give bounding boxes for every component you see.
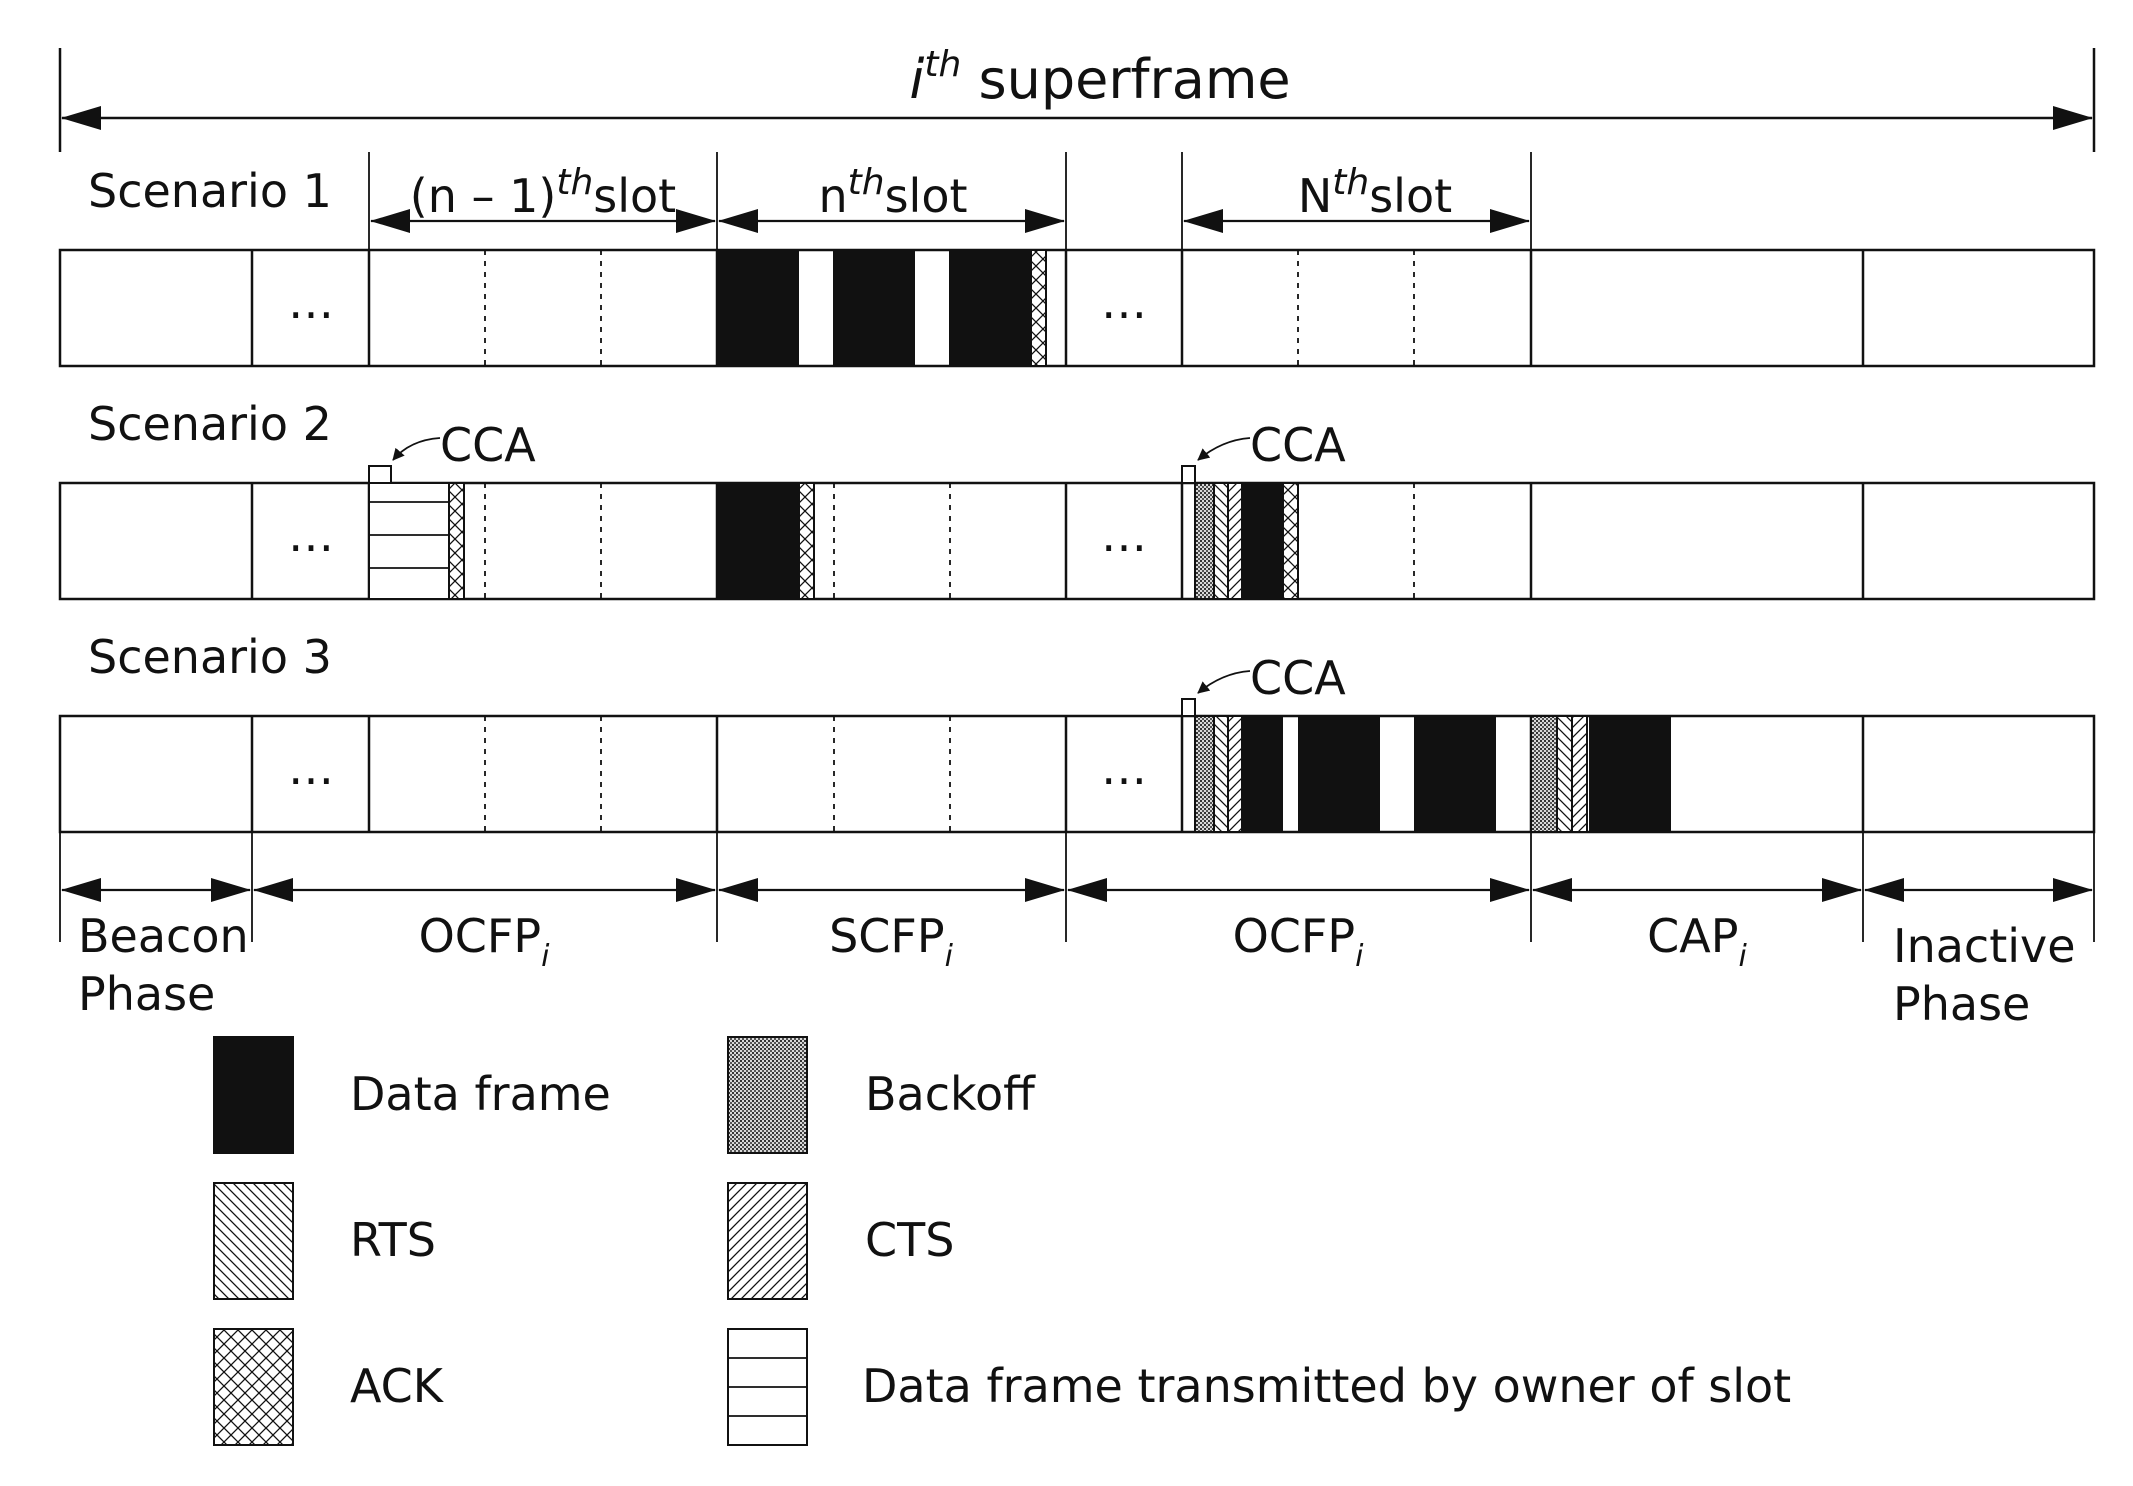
s3-cts-1 [1227,715,1243,833]
scenario-2-label: Scenario 2 [88,397,332,451]
s1-timeline [58,248,2096,368]
s2-cts [1227,482,1243,600]
s3-backoff-1 [1194,715,1215,833]
s1-ack [1030,249,1047,367]
s3-data-frame-3 [1414,716,1496,832]
s2-ack-1 [448,482,465,600]
scfp-label: SCFPi [829,909,954,974]
superframe-title: ith superframe [909,44,1290,111]
s3-data-frame-4 [1589,716,1671,832]
s1-ellipsis-2: … [1101,275,1147,329]
scenario-3: Scenario 3 … … CCA [58,630,2096,834]
s2-ack-2 [798,482,815,600]
s1-data-frame-1 [717,250,799,366]
s3-ellipsis-2: … [1101,741,1147,795]
s3-rts-2 [1556,715,1573,833]
ocfp-1-label: OCFPi [419,909,551,974]
s3-data-frame-2 [1298,716,1380,832]
s2-timeline [58,481,2096,601]
s2-cca-box-1 [368,465,392,484]
legend-rts-swatch [213,1182,294,1300]
superframe-header: ith superframe [58,44,2096,152]
s2-owner-frame [368,482,450,600]
ocfp-2-label: OCFPi [1233,909,1365,974]
s3-timeline [58,714,2096,834]
scenario-3-label: Scenario 3 [88,630,332,684]
s1-data-frame-2 [833,250,915,366]
s2-cca-label-1: CCA [440,418,536,472]
last-slot-label: Nthslot [1298,162,1452,223]
scenario-2: Scenario 2 … … CCA CCA [58,397,2096,601]
legend-owner-swatch [727,1328,808,1446]
s2-data-frame-2 [1242,483,1283,599]
s2-data-frame-1 [717,483,799,599]
s3-backoff-2 [1530,715,1558,833]
s2-ack-3 [1282,482,1299,600]
s2-rts [1213,482,1229,600]
s1-ellipsis-1: … [288,275,334,329]
s3-cca-arrow [1197,670,1251,694]
legend: Data frame Backoff RTS CTS ACK Data fram… [213,1036,1791,1446]
legend-rts-label: RTS [350,1213,436,1267]
legend-ack-label: ACK [350,1359,445,1413]
cap-label: CAPi [1647,909,1747,974]
legend-backoff-label: Backoff [865,1067,1036,1121]
s3-rts-1 [1213,715,1229,833]
legend-data-frame-label: Data frame [350,1067,611,1121]
s1-data-frame-3 [949,250,1031,366]
s2-cca-box-2 [1181,465,1196,484]
s2-ellipsis-2: … [1101,508,1147,562]
inactive-phase-label-2: Phase [1893,977,2030,1031]
scenario-1-label: Scenario 1 [88,164,332,218]
legend-cts-swatch [727,1182,808,1300]
s3-cts-2 [1571,715,1588,833]
nth-slot-label: nthslot [818,162,967,223]
scenario-1: Scenario 1 (n – 1)thslot nthslot Nthslot… [58,152,2096,368]
s2-cca-label-2: CCA [1250,418,1346,472]
s2-backoff [1194,482,1215,600]
s2-ellipsis-1: … [288,508,334,562]
s3-ellipsis-1: … [288,741,334,795]
s3-cca-label: CCA [1250,651,1346,705]
s3-data-frame-1 [1242,716,1283,832]
inactive-phase-label-1: Inactive [1893,919,2076,973]
legend-ack-swatch [213,1328,294,1446]
s3-cca-box [1181,698,1196,717]
beacon-phase-label-1: Beacon [78,909,249,963]
legend-data-frame-swatch [213,1036,294,1154]
beacon-phase-label-2: Phase [78,967,215,1021]
prev-slot-label: (n – 1)thslot [410,162,676,223]
s2-cca-arrow-2 [1197,437,1251,461]
legend-owner-label: Data frame transmitted by owner of slot [862,1359,1791,1413]
legend-cts-label: CTS [865,1213,954,1267]
phase-axis: Beacon Phase OCFPi SCFPi OCFPi CAPi Inac… [59,832,2095,1031]
legend-backoff-swatch [727,1036,808,1154]
s2-cca-arrow-1 [392,437,441,461]
